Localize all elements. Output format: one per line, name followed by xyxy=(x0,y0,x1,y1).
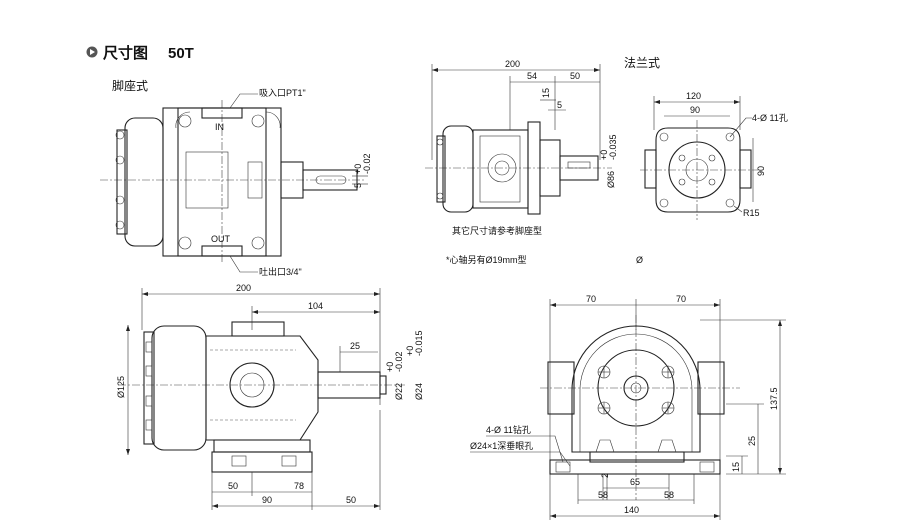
in-mark: IN xyxy=(215,122,224,132)
flange-side-view: 200 54 50 15 5 Ø86 +0 -0.035 xyxy=(425,59,618,215)
front-bottom-view: 70 70 137.5 25 15 xyxy=(470,294,786,520)
bullet-arrow-icon xyxy=(90,49,95,55)
dim-5: 5 xyxy=(557,100,562,110)
dim-90-bottom: 90 xyxy=(262,495,272,505)
foot-mount-view: 脚座式 IN OUT 5 +0 xyxy=(100,78,372,277)
side-tol1-bot: -0.02 xyxy=(394,351,404,372)
dim-50-a: 50 xyxy=(228,481,238,491)
dia-24: Ø24 xyxy=(414,383,424,400)
dim-200-bottom: 200 xyxy=(236,283,251,293)
dim-140: 140 xyxy=(624,505,639,515)
dim-70-left: 70 xyxy=(586,294,596,304)
front-holes: 4-Ø 11钻孔 xyxy=(486,424,531,435)
dim-15: 15 xyxy=(541,88,551,98)
side-tol2-top: +0 xyxy=(405,346,415,356)
key-tol-bot: -0.02 xyxy=(362,153,372,174)
notes: 其它尺寸请参考脚座型 *心轴另有Ø19mm型 Ø xyxy=(446,225,643,265)
model-number: 50T xyxy=(168,45,194,62)
dia-22: Ø22 xyxy=(394,383,404,400)
dim-25-front: 25 xyxy=(747,436,757,446)
side-bottom-view: 200 104 25 Ø125 +0 -0 xyxy=(116,283,424,510)
arrowheads xyxy=(126,68,782,518)
note-other-dims: 其它尺寸请参考脚座型 xyxy=(452,225,542,236)
out-mark: OUT xyxy=(211,234,231,244)
front-counterbore: Ø24×1深垂眼孔 xyxy=(470,440,533,451)
dim-200-top: 200 xyxy=(505,59,520,69)
flange-label: 法兰式 xyxy=(624,56,660,70)
dim-120: 120 xyxy=(686,91,701,101)
dim-58-left: 58 xyxy=(598,490,608,500)
flange-holes: 4-Ø 11孔 xyxy=(752,113,788,123)
dim-137-5: 137.5 xyxy=(769,387,779,410)
flange-front-view: 法兰式 120 90 90 4-Ø 11孔 R15 xyxy=(624,56,788,220)
dia-86: Ø86 xyxy=(606,171,616,188)
dim-104: 104 xyxy=(308,301,323,311)
page-title: 尺寸图 xyxy=(103,44,148,62)
note-shaft: *心轴另有Ø19mm型 xyxy=(446,254,527,265)
dim-78: 78 xyxy=(294,481,304,491)
dim-50-b: 50 xyxy=(346,495,356,505)
dim-58-right: 58 xyxy=(664,490,674,500)
key-width: 5 xyxy=(353,183,363,188)
dim-15-front: 15 xyxy=(731,462,741,472)
key-tol-top: +0 xyxy=(353,164,363,174)
note-dia-symbol: Ø xyxy=(636,255,643,265)
dim-90-v: 90 xyxy=(756,166,766,176)
flange-tol-bot: -0.035 xyxy=(608,134,618,160)
dim-65: 65 xyxy=(630,477,640,487)
dim-25-side: 25 xyxy=(350,341,360,351)
dim-54: 54 xyxy=(527,71,537,81)
flange-tol-top: +0 xyxy=(599,150,609,160)
inlet-label: 吸入口PT1" xyxy=(259,88,306,98)
dia-125: Ø125 xyxy=(116,376,126,398)
dim-90-h: 90 xyxy=(690,105,700,115)
header: 尺寸图 50T xyxy=(86,44,194,62)
dim-2: 2 xyxy=(600,473,610,478)
outlet-label: 吐出口3/4" xyxy=(259,266,302,277)
side-tol2-bot: -0.015 xyxy=(414,330,424,356)
flange-radius: R15 xyxy=(743,208,760,218)
dim-50-top: 50 xyxy=(570,71,580,81)
foot-mount-label: 脚座式 xyxy=(112,78,148,93)
dim-70-right: 70 xyxy=(676,294,686,304)
side-tol1-top: +0 xyxy=(385,362,395,372)
